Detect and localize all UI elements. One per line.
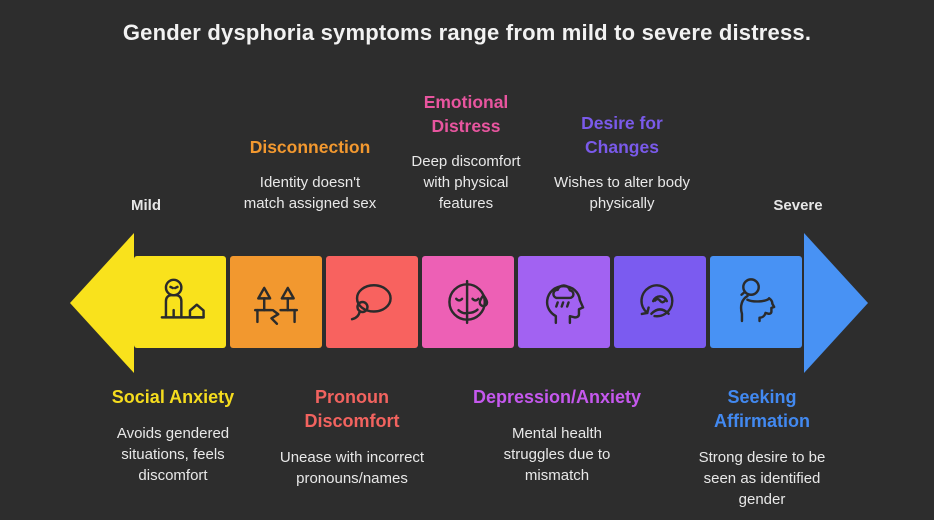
segment-desire-for-changes — [614, 256, 706, 348]
pronoun-discomfort-heading: Pronoun Discomfort — [304, 387, 400, 431]
page-title: Gender dysphoria symptoms range from mil… — [122, 20, 812, 45]
desire-for-changes-description: Wishes to alter body physically — [554, 174, 690, 212]
disconnection-description: Identity doesn't match assigned sex — [243, 174, 377, 212]
seeking-affirmation-description: Strong desire to be seen as identified g… — [698, 448, 826, 508]
segment-social-anxiety — [134, 256, 226, 348]
left-arrowhead — [70, 233, 134, 373]
split-ground-arrows-icon — [253, 286, 299, 325]
segment-disconnection — [230, 256, 322, 348]
person-body-gaze-icon — [739, 278, 776, 323]
section-seeking-affirmation: Seeking Affirmation Strong desire to be … — [677, 386, 847, 510]
section-pronoun-discomfort: Pronoun Discomfort Unease with incorrect… — [262, 386, 442, 489]
social-anxiety-description: Avoids gendered situations, feels discom… — [116, 424, 230, 484]
scale-label-severe: Severe — [758, 197, 838, 214]
section-desire-for-changes: Desire for Changes Wishes to alter body … — [541, 112, 703, 214]
social-anxiety-heading: Social Anxiety — [111, 387, 235, 407]
segment-pronoun-discomfort — [326, 256, 418, 348]
section-disconnection: Disconnection Identity doesn't match ass… — [225, 136, 395, 214]
segment-depression-anxiety — [518, 256, 610, 348]
cycle-sad-face-icon — [640, 284, 674, 318]
head-rain-cloud-icon — [545, 284, 585, 325]
depression-anxiety-description: Mental health struggles due to mismatch — [503, 424, 611, 484]
disconnection-heading: Disconnection — [249, 136, 371, 157]
pronoun-discomfort-description: Unease with incorrect pronouns/names — [279, 448, 425, 487]
desire-for-changes-heading: Desire for Changes — [581, 113, 663, 157]
person-with-house-icon — [160, 278, 205, 319]
segment-emotional-distress — [422, 256, 514, 348]
half-sad-face-tear-icon — [448, 279, 489, 325]
segment-seeking-affirmation — [710, 256, 802, 348]
right-arrowhead — [804, 233, 868, 373]
seeking-affirmation-heading: Seeking Affirmation — [714, 387, 810, 431]
scale-label-mild: Mild — [106, 197, 186, 214]
section-depression-anxiety: Depression/Anxiety Mental health struggl… — [462, 386, 652, 486]
depression-anxiety-heading: Depression/Anxiety — [472, 387, 642, 407]
speech-bubble-icon — [350, 284, 392, 321]
emotional-distress-description: Deep discomfort with physical features — [411, 153, 521, 212]
section-emotional-distress: Emotional Distress Deep discomfort with … — [395, 91, 537, 214]
emotional-distress-heading: Emotional Distress — [423, 92, 509, 136]
section-social-anxiety: Social Anxiety Avoids gendered situation… — [93, 386, 253, 486]
severe-label: Severe — [773, 197, 823, 214]
mild-label: Mild — [131, 197, 161, 214]
